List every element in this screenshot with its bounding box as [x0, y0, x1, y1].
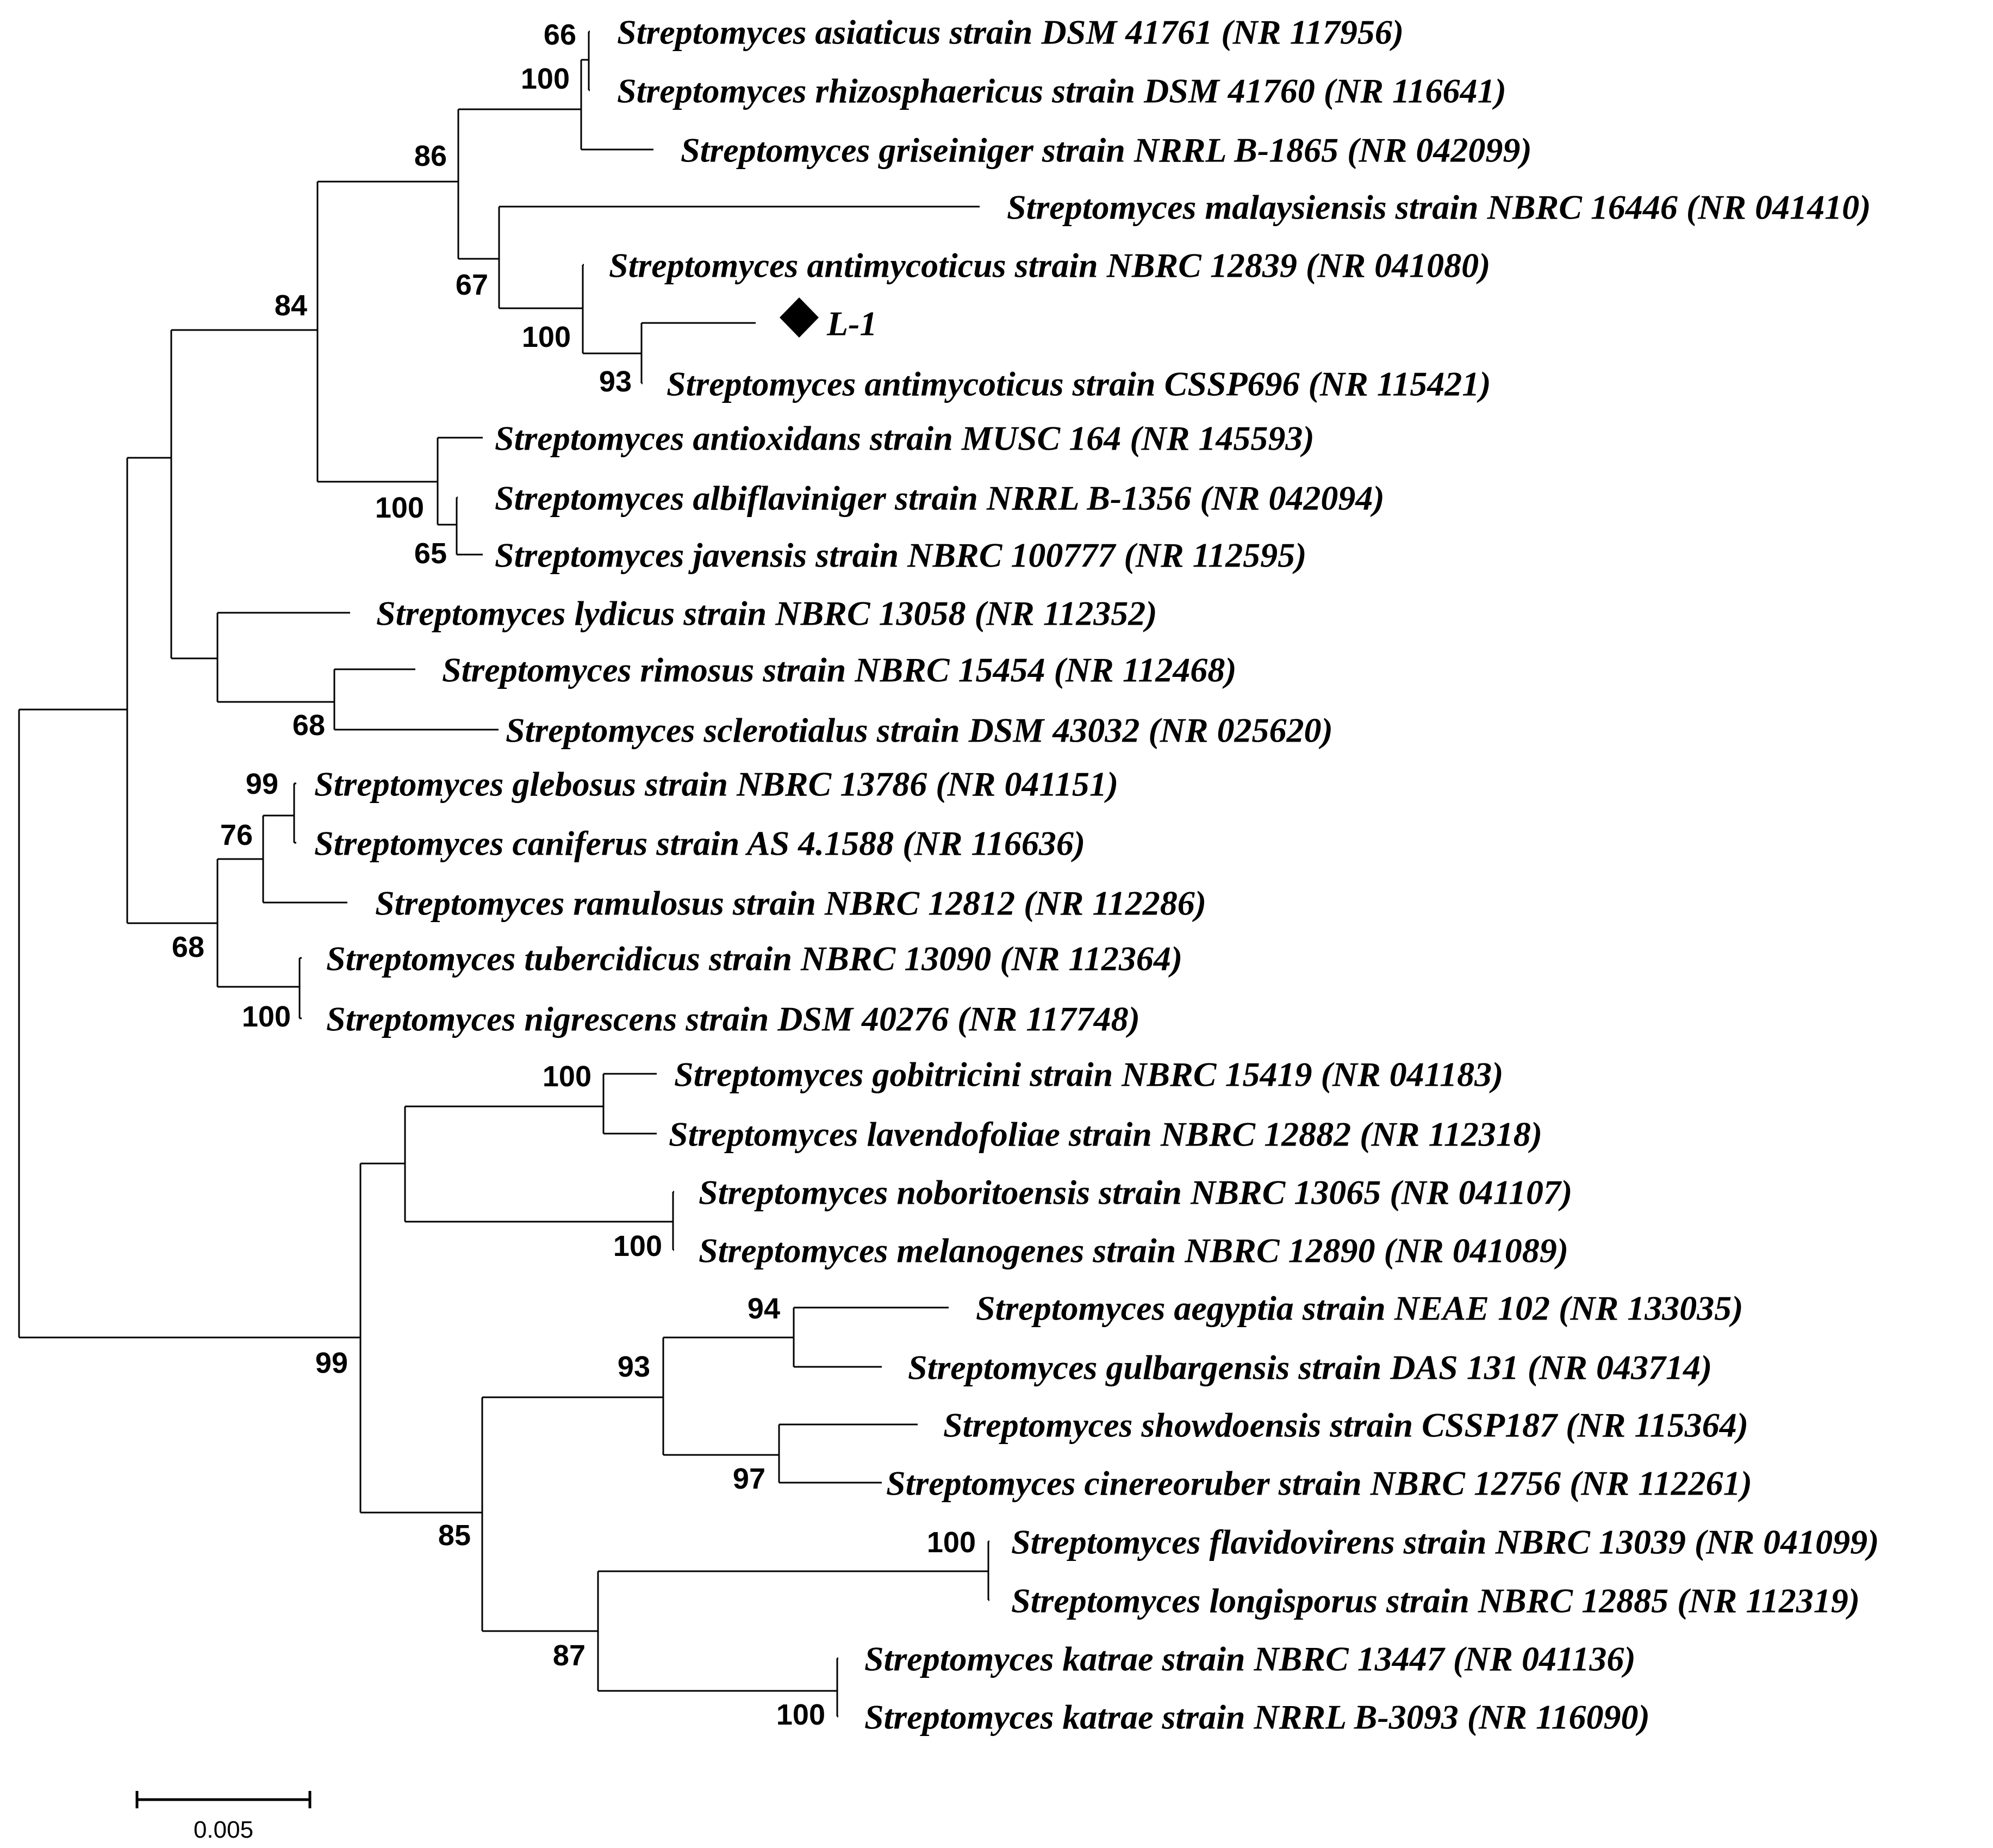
leaf-label: Streptomyces glebosus strain NBRC 13786 …	[314, 764, 1118, 803]
leaf-label: Streptomyces malaysiensis strain NBRC 16…	[1007, 188, 1871, 226]
bootstrap-value: 94	[748, 1292, 780, 1325]
scale-bar-label: 0.005	[194, 1816, 253, 1843]
tree-branches	[18, 30, 989, 1718]
leaf-label-l1: L-1	[826, 304, 877, 343]
scale-bar: 0.005	[135, 1791, 312, 1843]
leaf-label: Streptomyces katrae strain NRRL B-3093 (…	[864, 1697, 1650, 1736]
bootstrap-value: 65	[414, 537, 447, 570]
leaf-label: Streptomyces ramulosus strain NBRC 12812…	[375, 883, 1206, 922]
leaf-label: Streptomyces albiflaviniger strain NRRL …	[495, 478, 1385, 517]
leaf-label: Streptomyces cinereoruber strain NBRC 12…	[886, 1464, 1752, 1502]
leaf-label: Streptomyces nigrescens strain DSM 40276…	[326, 999, 1140, 1038]
bootstrap-value: 67	[456, 269, 488, 301]
leaf-label: Streptomyces noboritoensis strain NBRC 1…	[699, 1173, 1572, 1211]
leaf-label: Streptomyces melanogenes strain NBRC 128…	[699, 1231, 1568, 1270]
bootstrap-value: 84	[275, 289, 307, 322]
bootstrap-value: 93	[599, 365, 632, 398]
bootstrap-value: 87	[553, 1639, 586, 1672]
leaf-label: Streptomyces gobitricini strain NBRC 154…	[674, 1055, 1503, 1093]
bootstrap-value: 100	[521, 63, 570, 95]
leaf-label: Streptomyces asiaticus strain DSM 41761 …	[617, 13, 1404, 51]
diamond-marker-icon	[780, 297, 819, 338]
leaf-label: Streptomyces antioxidans strain MUSC 164…	[495, 419, 1315, 457]
bootstrap-value: 100	[242, 1000, 291, 1033]
bootstrap-value: 93	[618, 1351, 650, 1383]
bootstrap-value: 86	[414, 140, 447, 172]
leaf-label: Streptomyces showdoensis strain CSSP187 …	[943, 1405, 1748, 1444]
leaf-label: Streptomyces aegyptia strain NEAE 102 (N…	[976, 1289, 1743, 1327]
bootstrap-value: 76	[220, 819, 253, 851]
leaf-label: Streptomyces griseiniger strain NRRL B-1…	[681, 130, 1532, 169]
bootstrap-labels: 66 100 86 67 100 93 84 100 65 68 99 76 6…	[172, 18, 976, 1731]
leaf-label: Streptomyces tubercidicus strain NBRC 13…	[326, 939, 1182, 978]
leaf-label: Streptomyces lydicus strain NBRC 13058 (…	[376, 594, 1157, 632]
leaf-label: Streptomyces caniferus strain AS 4.1588 …	[314, 824, 1085, 862]
bootstrap-value: 68	[172, 931, 204, 963]
leaf-label: Streptomyces javensis strain NBRC 100777…	[495, 536, 1306, 574]
leaf-labels: Streptomyces asiaticus strain DSM 41761 …	[314, 13, 1879, 1736]
leaf-label: Streptomyces rhizosphaericus strain DSM …	[617, 71, 1506, 110]
leaf-label: Streptomyces sclerotialus strain DSM 430…	[506, 711, 1333, 749]
bootstrap-value: 68	[292, 709, 325, 742]
leaf-label: Streptomyces gulbargensis strain DAS 131…	[908, 1348, 1712, 1386]
leaf-label: Streptomyces flavidovirens strain NBRC 1…	[1011, 1522, 1879, 1561]
bootstrap-value: 97	[733, 1463, 765, 1495]
leaf-label: Streptomyces antimycoticus strain NBRC 1…	[609, 246, 1490, 284]
bootstrap-value: 100	[522, 321, 571, 353]
bootstrap-value: 100	[375, 491, 424, 524]
bootstrap-value: 100	[927, 1526, 976, 1559]
leaf-label: Streptomyces longisporus strain NBRC 128…	[1011, 1581, 1860, 1620]
leaf-label: Streptomyces antimycoticus strain CSSP69…	[667, 364, 1491, 403]
bootstrap-value: 85	[438, 1519, 471, 1552]
leaf-label: Streptomyces katrae strain NBRC 13447 (N…	[864, 1639, 1636, 1678]
bootstrap-value: 100	[613, 1230, 662, 1262]
leaf-label: Streptomyces lavendofoliae strain NBRC 1…	[669, 1115, 1542, 1153]
bootstrap-value: 99	[246, 768, 278, 800]
bootstrap-value: 99	[315, 1347, 348, 1379]
bootstrap-value: 100	[543, 1060, 591, 1093]
leaf-label: Streptomyces rimosus strain NBRC 15454 (…	[442, 650, 1237, 689]
bootstrap-value: 100	[776, 1698, 825, 1731]
bootstrap-value: 66	[544, 18, 576, 51]
